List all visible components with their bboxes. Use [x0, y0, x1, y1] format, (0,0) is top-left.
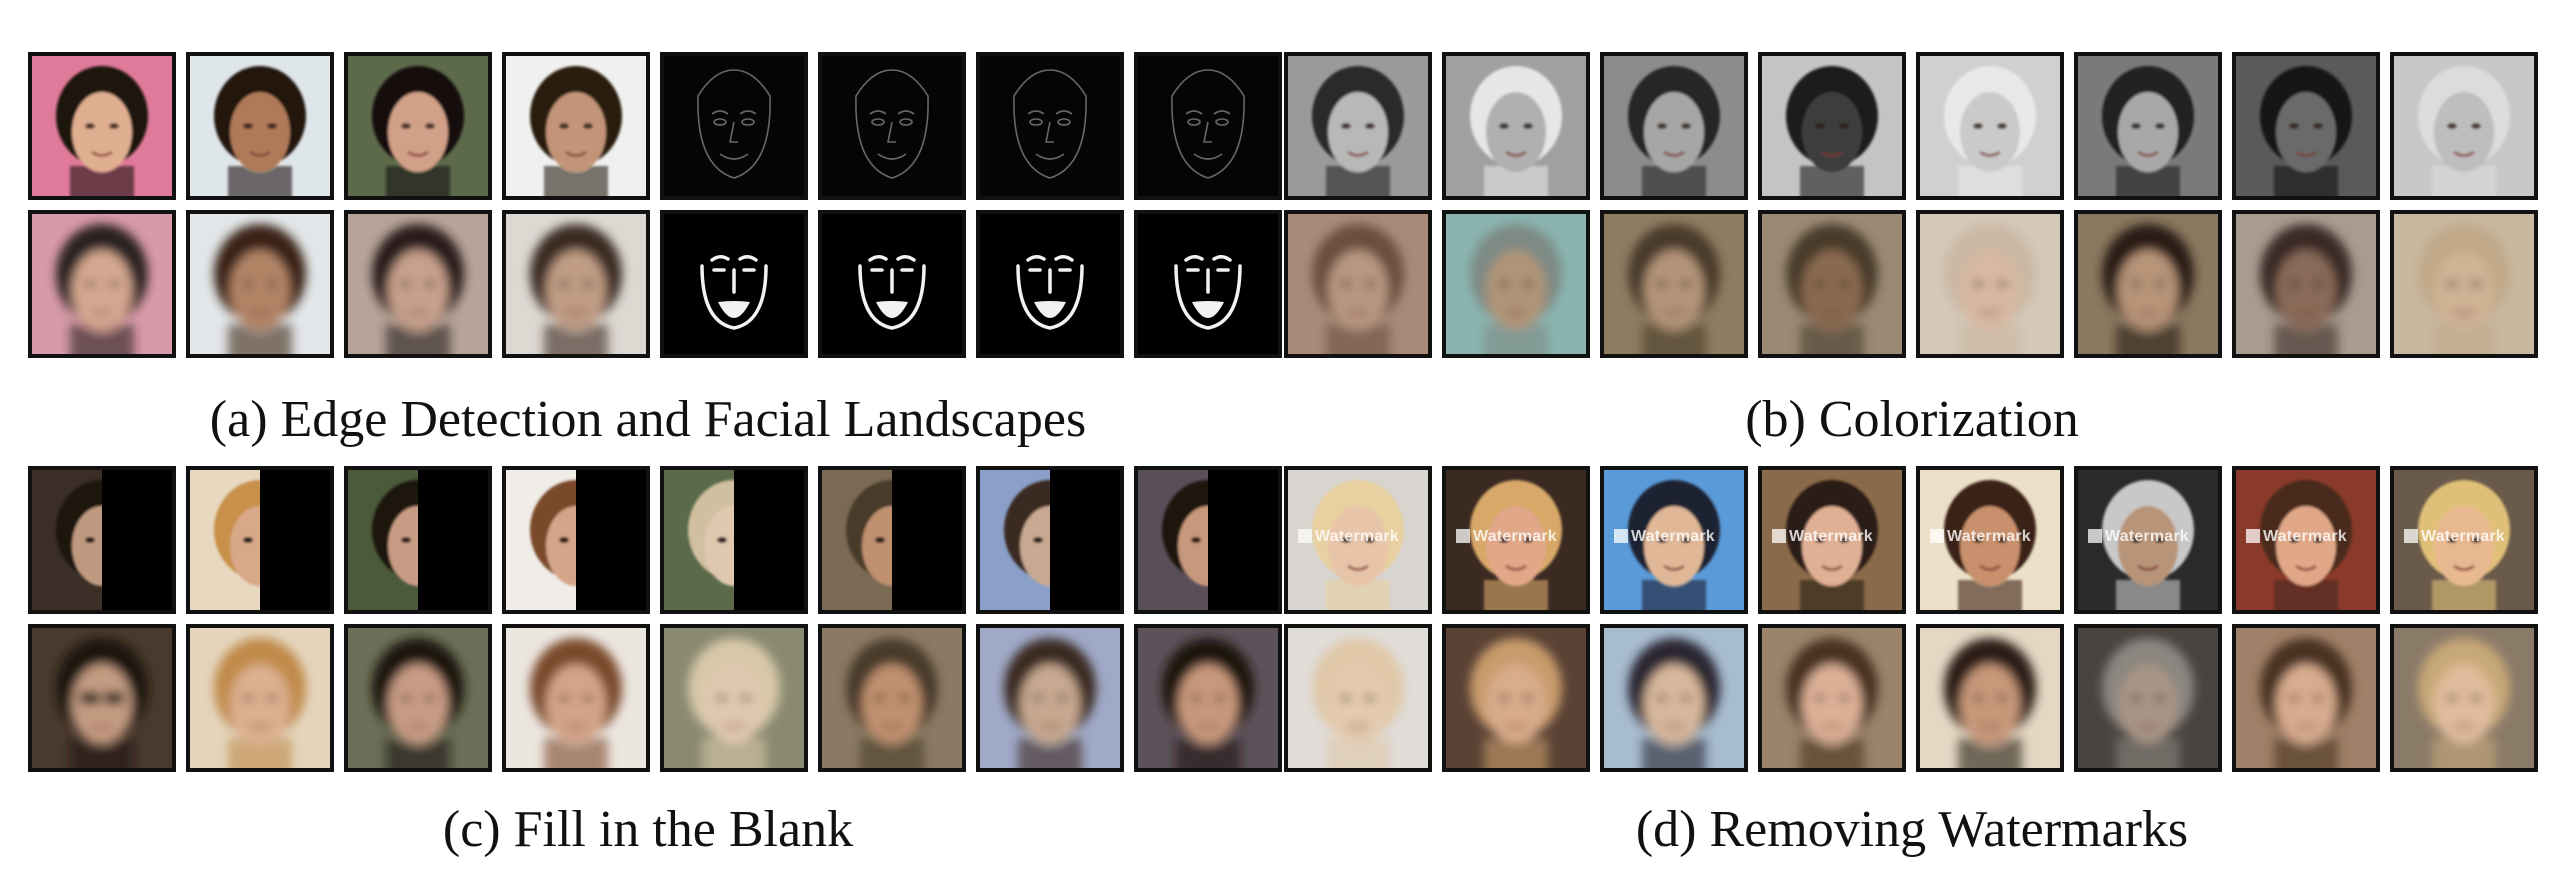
face-image: Watermark	[1916, 466, 2064, 614]
face-image	[1442, 210, 1590, 358]
caption-colorization: (b) Colorization	[1745, 391, 2079, 448]
panel-removing-watermarks: Watermark Watermark Watermark Watermark Wate…	[1284, 466, 2538, 772]
panel-fill-in-the-blank	[28, 466, 1282, 772]
caption-fill-in-the-blank: (c) Fill in the Blank	[442, 801, 854, 858]
face-image	[502, 624, 650, 772]
face-image	[1916, 210, 2064, 358]
face-image	[1134, 624, 1282, 772]
caption-removing-watermarks: (d) Removing Watermarks	[1635, 801, 2189, 858]
face-image	[1600, 52, 1748, 200]
face-image	[2390, 210, 2538, 358]
face-image	[28, 52, 176, 200]
face-image	[976, 52, 1124, 200]
face-image: Watermark	[1600, 466, 1748, 614]
face-image	[818, 624, 966, 772]
image-grid	[28, 52, 1282, 358]
face-image	[1284, 210, 1432, 358]
watermark-overlay: Watermark	[1456, 528, 1557, 546]
face-image	[2232, 52, 2380, 200]
image-grid	[28, 466, 1282, 772]
face-image	[976, 466, 1124, 614]
image-grid: Watermark Watermark Watermark Watermark Wate…	[1284, 466, 2538, 772]
face-image	[344, 466, 492, 614]
face-image	[1134, 52, 1282, 200]
face-image	[660, 52, 808, 200]
face-image	[28, 210, 176, 358]
face-image: Watermark	[2074, 466, 2222, 614]
face-image	[186, 210, 334, 358]
face-image	[344, 52, 492, 200]
face-image	[1284, 52, 1432, 200]
panel-edge-detection	[28, 52, 1282, 358]
face-image	[1600, 624, 1748, 772]
watermark-overlay: Watermark	[2088, 528, 2189, 546]
panel-colorization	[1284, 52, 2538, 358]
face-image	[344, 210, 492, 358]
face-image	[1758, 52, 1906, 200]
caption-edge-detection: (a) Edge Detection and Facial Landscapes	[209, 391, 1087, 448]
watermark-overlay: Watermark	[2404, 528, 2505, 546]
face-image	[28, 624, 176, 772]
watermark-overlay: Watermark	[2246, 528, 2347, 546]
face-image: Watermark	[2390, 466, 2538, 614]
image-grid	[1284, 52, 2538, 358]
face-image	[1134, 466, 1282, 614]
face-image: Watermark	[1284, 466, 1432, 614]
face-image	[2074, 210, 2222, 358]
face-image	[818, 466, 966, 614]
watermark-overlay: Watermark	[1614, 528, 1715, 546]
face-image	[186, 52, 334, 200]
face-image	[2232, 210, 2380, 358]
face-image: Watermark	[1758, 466, 1906, 614]
face-image	[2232, 624, 2380, 772]
face-image	[502, 52, 650, 200]
face-image	[818, 52, 966, 200]
face-image	[660, 624, 808, 772]
face-image	[2074, 624, 2222, 772]
face-image	[818, 210, 966, 358]
face-image	[2390, 624, 2538, 772]
face-image: Watermark	[2232, 466, 2380, 614]
face-image	[1284, 624, 1432, 772]
face-image	[502, 210, 650, 358]
face-image	[1134, 210, 1282, 358]
face-image	[1600, 210, 1748, 358]
face-image	[2074, 52, 2222, 200]
face-image	[1758, 624, 1906, 772]
face-image	[28, 466, 176, 614]
face-image	[1442, 52, 1590, 200]
watermark-overlay: Watermark	[1772, 528, 1873, 546]
watermark-overlay: Watermark	[1930, 528, 2031, 546]
face-image	[186, 624, 334, 772]
face-image	[976, 210, 1124, 358]
watermark-overlay: Watermark	[1298, 528, 1399, 546]
face-image	[186, 466, 334, 614]
face-image	[2390, 52, 2538, 200]
face-image	[660, 210, 808, 358]
face-image	[660, 466, 808, 614]
face-image	[976, 624, 1124, 772]
face-image	[1442, 624, 1590, 772]
face-image	[502, 466, 650, 614]
face-image	[1758, 210, 1906, 358]
face-image	[1916, 624, 2064, 772]
face-image: Watermark	[1442, 466, 1590, 614]
face-image	[344, 624, 492, 772]
face-image	[1916, 52, 2064, 200]
